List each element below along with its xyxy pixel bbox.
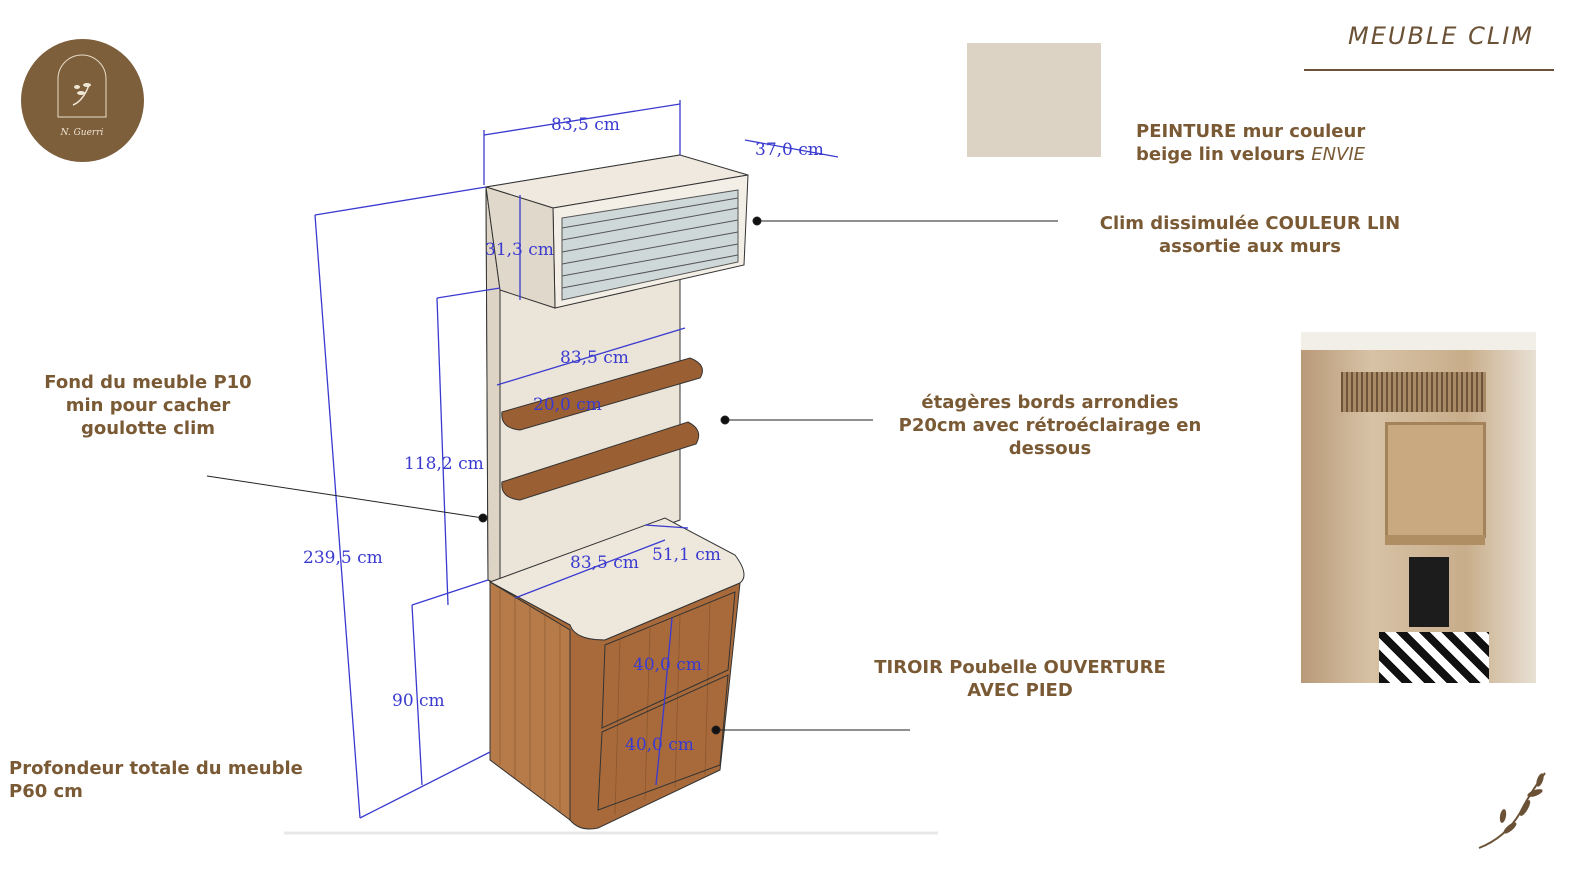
- dim-base-width: 83,5 cm: [570, 553, 639, 573]
- drawer-2: [597, 674, 729, 811]
- reference-photo: [1301, 332, 1536, 683]
- svg-text:N. Guerri: N. Guerri: [60, 128, 104, 138]
- drawer-1: [601, 591, 736, 729]
- note-paint-line2: beige lin velours: [1136, 144, 1312, 165]
- dim-drawer-2: 40,0 cm: [625, 735, 694, 755]
- note-fond: Fond du meuble P10 min pour cacher goulo…: [44, 372, 252, 439]
- note-paint: PEINTURE mur couleur beige lin velours E…: [1136, 120, 1365, 166]
- note-paint-line1: PEINTURE mur couleur: [1136, 121, 1366, 142]
- note-etageres: étagères bords arrondies P20cm avec rétr…: [898, 392, 1202, 459]
- note-paint-brand: ENVIE: [1311, 144, 1366, 165]
- dim-total-height: 239,5 cm: [303, 548, 383, 568]
- dim-clim-height: 31,3 cm: [485, 240, 554, 260]
- page-title: MEUBLE CLIM: [1348, 22, 1534, 50]
- dimension-labels: 83,5 cm 37,0 cm 31,3 cm 83,5 cm 20,0 cm …: [303, 115, 824, 755]
- dim-drawer-1: 40,0 cm: [633, 655, 702, 675]
- dimension-lines: [314, 100, 839, 819]
- base-front: [489, 581, 741, 830]
- leader-lines: [206, 216, 1058, 735]
- logo-leaf-icon: N. Guerri: [57, 54, 107, 138]
- paint-swatch: [967, 43, 1101, 157]
- note-tiroir: TIROIR Poubelle OUVERTURE AVEC PIED: [874, 657, 1166, 701]
- leaf-branch-icon: [1478, 772, 1546, 849]
- shelf-1: [501, 357, 703, 431]
- title-divider: [1304, 69, 1554, 71]
- dim-base-height: 90 cm: [392, 691, 445, 711]
- clim-grille: [561, 189, 739, 301]
- logo: N. Guerri: [21, 39, 144, 162]
- dim-mid-height: 118,2 cm: [404, 454, 484, 474]
- dim-shelf-width: 83,5 cm: [560, 348, 629, 368]
- dim-top-depth: 37,0 cm: [755, 140, 824, 160]
- dim-base-depth: 51,1 cm: [652, 545, 721, 565]
- shelf-2: [501, 421, 700, 501]
- dim-top-width: 83,5 cm: [551, 115, 620, 135]
- dim-shelf-depth: 20,0 cm: [533, 395, 602, 415]
- note-profondeur: Profondeur totale du meuble P60 cm: [9, 758, 303, 802]
- note-clim: Clim dissimulée COULEUR LIN assortie aux…: [1099, 213, 1401, 257]
